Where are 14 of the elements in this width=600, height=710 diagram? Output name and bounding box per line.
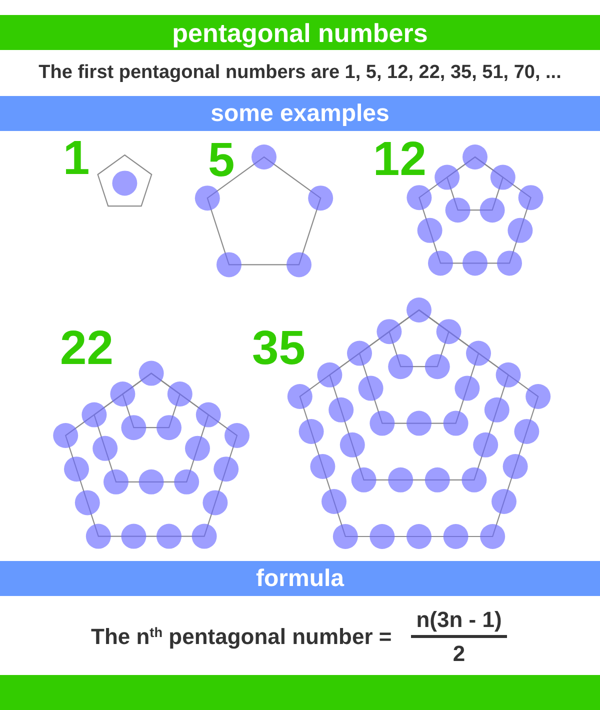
- formula-text: The n$^{th}$ pentagonal number =: [91, 624, 392, 650]
- section-band: [0, 96, 600, 131]
- section-heading: formula: [256, 564, 344, 592]
- pentagonal-number-label: 12: [373, 136, 426, 184]
- section-band: [0, 561, 600, 596]
- intro-sentence: The first pentagonal numbers are 1, 5, 12, 22, 35, 51, 70, ...: [38, 62, 562, 84]
- pentagonal-number-label: 1: [63, 135, 90, 183]
- pentagonal-number-label: 35: [252, 325, 306, 373]
- fraction-numerator: n(3n - 1): [416, 607, 502, 633]
- section-heading: some examples: [210, 100, 390, 128]
- title: pentagonal numbers: [172, 18, 428, 46]
- fraction-denominator: 2: [452, 641, 466, 667]
- pentagonal-number-label: 22: [60, 325, 114, 373]
- pentagonal-number-label: 5: [208, 137, 235, 185]
